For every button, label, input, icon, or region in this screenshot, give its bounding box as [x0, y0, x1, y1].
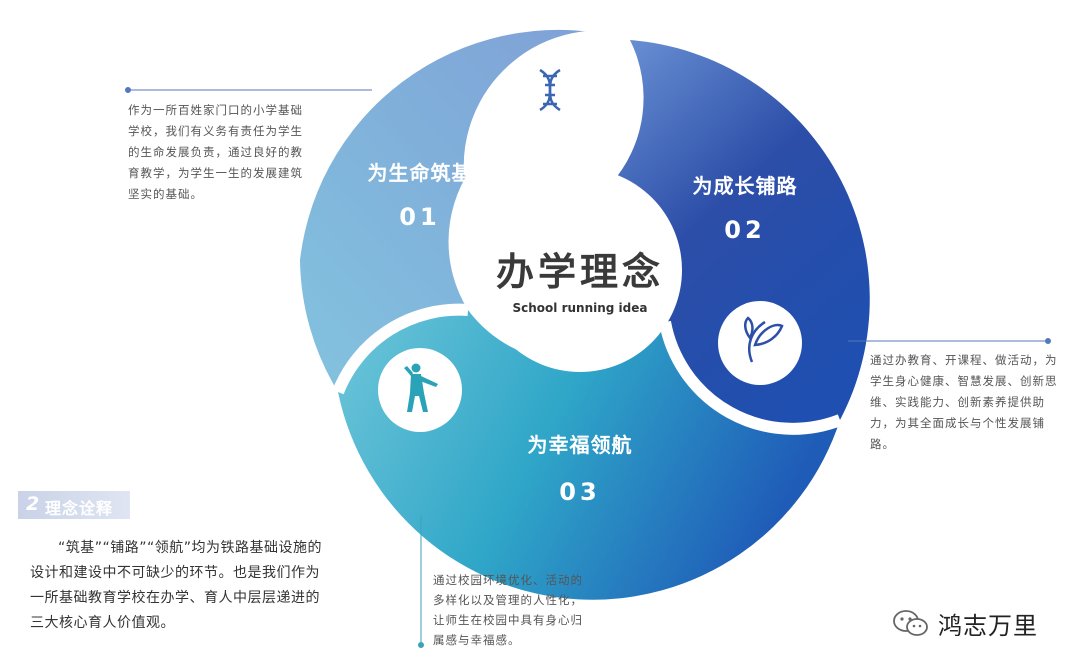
connector-3 [418, 515, 424, 648]
dna-icon [539, 68, 561, 112]
section-body: “筑基”“铺路”“领航”均为铁路基础设施的设计和建设中不可缺少的环节。也是我们作… [30, 540, 323, 631]
segment-1-shape [300, 29, 630, 392]
sprout-icon [744, 316, 784, 363]
watermark-brand: 鸿志万里 [938, 612, 1038, 640]
segment-2-title: 为成长铺路 [693, 174, 798, 198]
segment-1-description: 作为一所百姓家门口的小学基础学校，我们有义务有责任为学生的生命发展负责，通过良好… [128, 103, 303, 201]
segment-3-description: 通过校园环境优化、活动的多样化以及管理的人性化，让师生在校园中具有身心归属感与幸… [433, 573, 583, 647]
segment-1-title: 为生命筑基 [368, 161, 473, 185]
watermark: 鸿志万里 [892, 606, 1038, 641]
section-banner: 2 理念诠释 [18, 491, 130, 519]
section-title: 理念诠释 [45, 499, 114, 518]
center-subtitle: School running idea [513, 301, 648, 315]
segment-3-number: 03 [559, 478, 600, 506]
segment-2-description: 通过办教育、开课程、做活动，为学生身心健康、智慧发展、创新思维、实践能力、创新素… [870, 353, 1058, 451]
segment-1-number: 01 [399, 203, 440, 231]
segment-3-title: 为幸福领航 [528, 433, 633, 457]
center-circle [478, 168, 682, 372]
connector-1 [125, 87, 372, 93]
separator-curve-2 [659, 320, 843, 435]
running-child-icon [404, 363, 438, 412]
segment-2-number: 02 [724, 216, 765, 244]
separator-curve-3 [332, 303, 469, 395]
center-title: 办学理念 [496, 250, 664, 294]
section-number: 2 [26, 493, 40, 515]
connector-2 [848, 338, 1051, 344]
segment-3-shape [338, 309, 840, 600]
wechat-icon [893, 609, 928, 636]
